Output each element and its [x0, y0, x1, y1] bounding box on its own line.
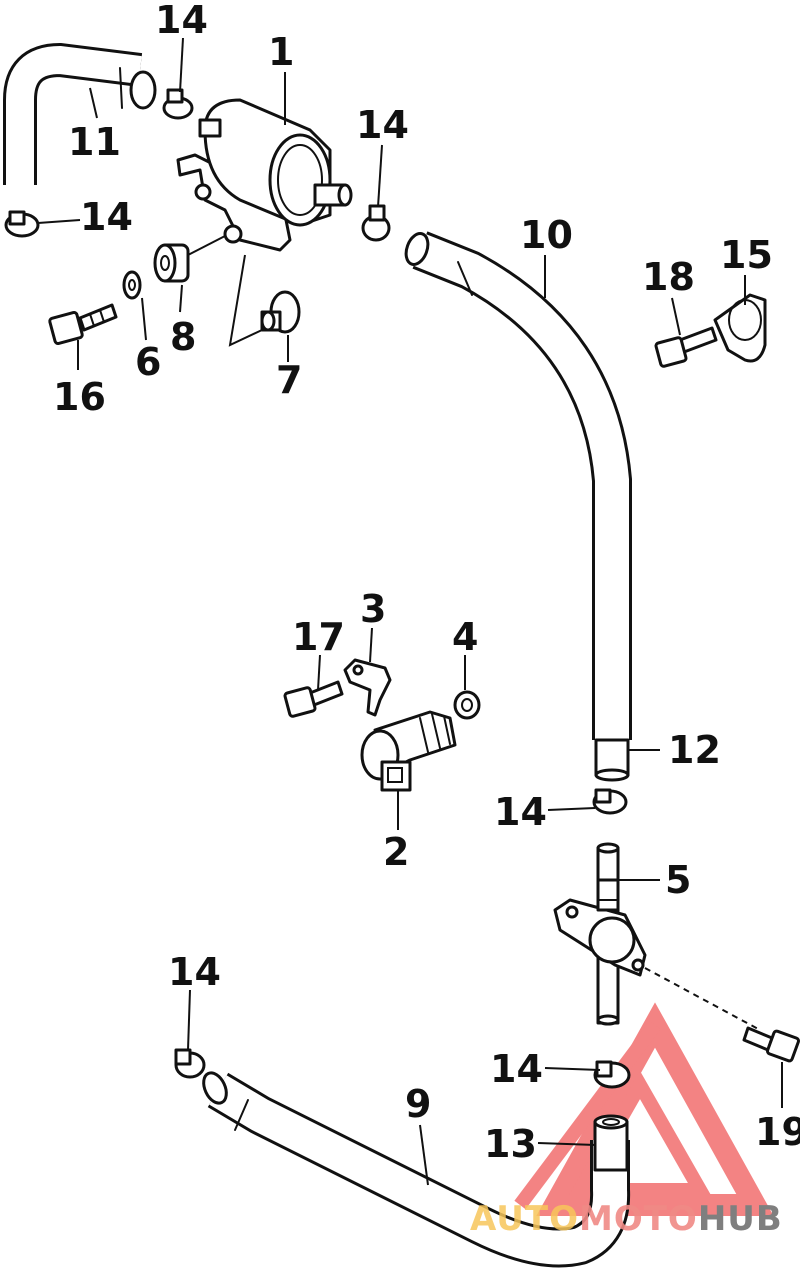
callout-14: 14	[80, 195, 133, 239]
hose-clamp-14-icon	[162, 88, 194, 120]
hose-clamp-14-icon	[592, 788, 628, 815]
hose-clamp-14-icon	[593, 1060, 631, 1089]
leader-lines	[37, 37, 783, 1186]
callout-12: 12	[668, 728, 721, 772]
callout-1: 1	[268, 30, 294, 74]
watermark-text: AUTOMOTOHUB	[470, 1199, 783, 1239]
callout-13: 13	[484, 1122, 537, 1166]
watermark-moto: MOTO	[579, 1199, 698, 1239]
bolt-17-icon	[283, 680, 344, 718]
watermark-auto: AUTO	[470, 1199, 579, 1239]
bolt-19-icon	[742, 1026, 800, 1063]
callout-14: 14	[490, 1047, 543, 1091]
joint-pipe-5-icon	[553, 842, 647, 1026]
hose-clamp-14-icon	[361, 204, 391, 242]
hose-9-icon	[202, 1071, 631, 1268]
callout-11: 11	[68, 120, 121, 164]
hose-11-icon	[3, 42, 157, 185]
clip-15-icon	[713, 293, 767, 363]
callout-14: 14	[168, 950, 221, 994]
hose-end-12-icon	[594, 738, 630, 782]
washer-6-icon	[122, 270, 142, 300]
callout-2: 2	[383, 830, 409, 874]
watermark-logo-icon	[514, 1002, 774, 1216]
bolt-16-icon	[48, 303, 118, 346]
sensor-2-icon	[360, 710, 457, 792]
callout-14: 14	[356, 103, 409, 147]
callout-19: 19	[755, 1110, 800, 1154]
bolt-18-icon	[654, 326, 718, 368]
callout-8: 8	[170, 315, 196, 359]
callout-3: 3	[360, 587, 386, 631]
callout-14: 14	[494, 790, 547, 834]
hose-10-icon	[404, 231, 632, 740]
collar-7-icon	[228, 254, 301, 347]
canister-valve-1-icon	[176, 98, 353, 252]
callout-5: 5	[665, 858, 691, 902]
callout-14: 14	[155, 0, 208, 42]
grommet-8-icon	[153, 235, 226, 283]
callout-7: 7	[276, 358, 302, 402]
callout-6: 6	[135, 340, 161, 384]
callout-17: 17	[292, 615, 345, 659]
callout-10: 10	[520, 213, 573, 257]
hose-end-13-icon	[593, 1114, 629, 1172]
callout-9: 9	[405, 1082, 431, 1126]
callout-15: 15	[720, 233, 773, 277]
callout-4: 4	[452, 615, 478, 659]
callout-16: 16	[53, 375, 106, 419]
hose-clamp-14-icon	[4, 210, 40, 238]
callout-18: 18	[642, 255, 695, 299]
o-ring-4-icon	[453, 690, 481, 720]
hose-clamp-14-icon	[174, 1048, 206, 1079]
watermark-hub: HUB	[698, 1199, 783, 1239]
bracket-3-icon	[343, 658, 392, 717]
